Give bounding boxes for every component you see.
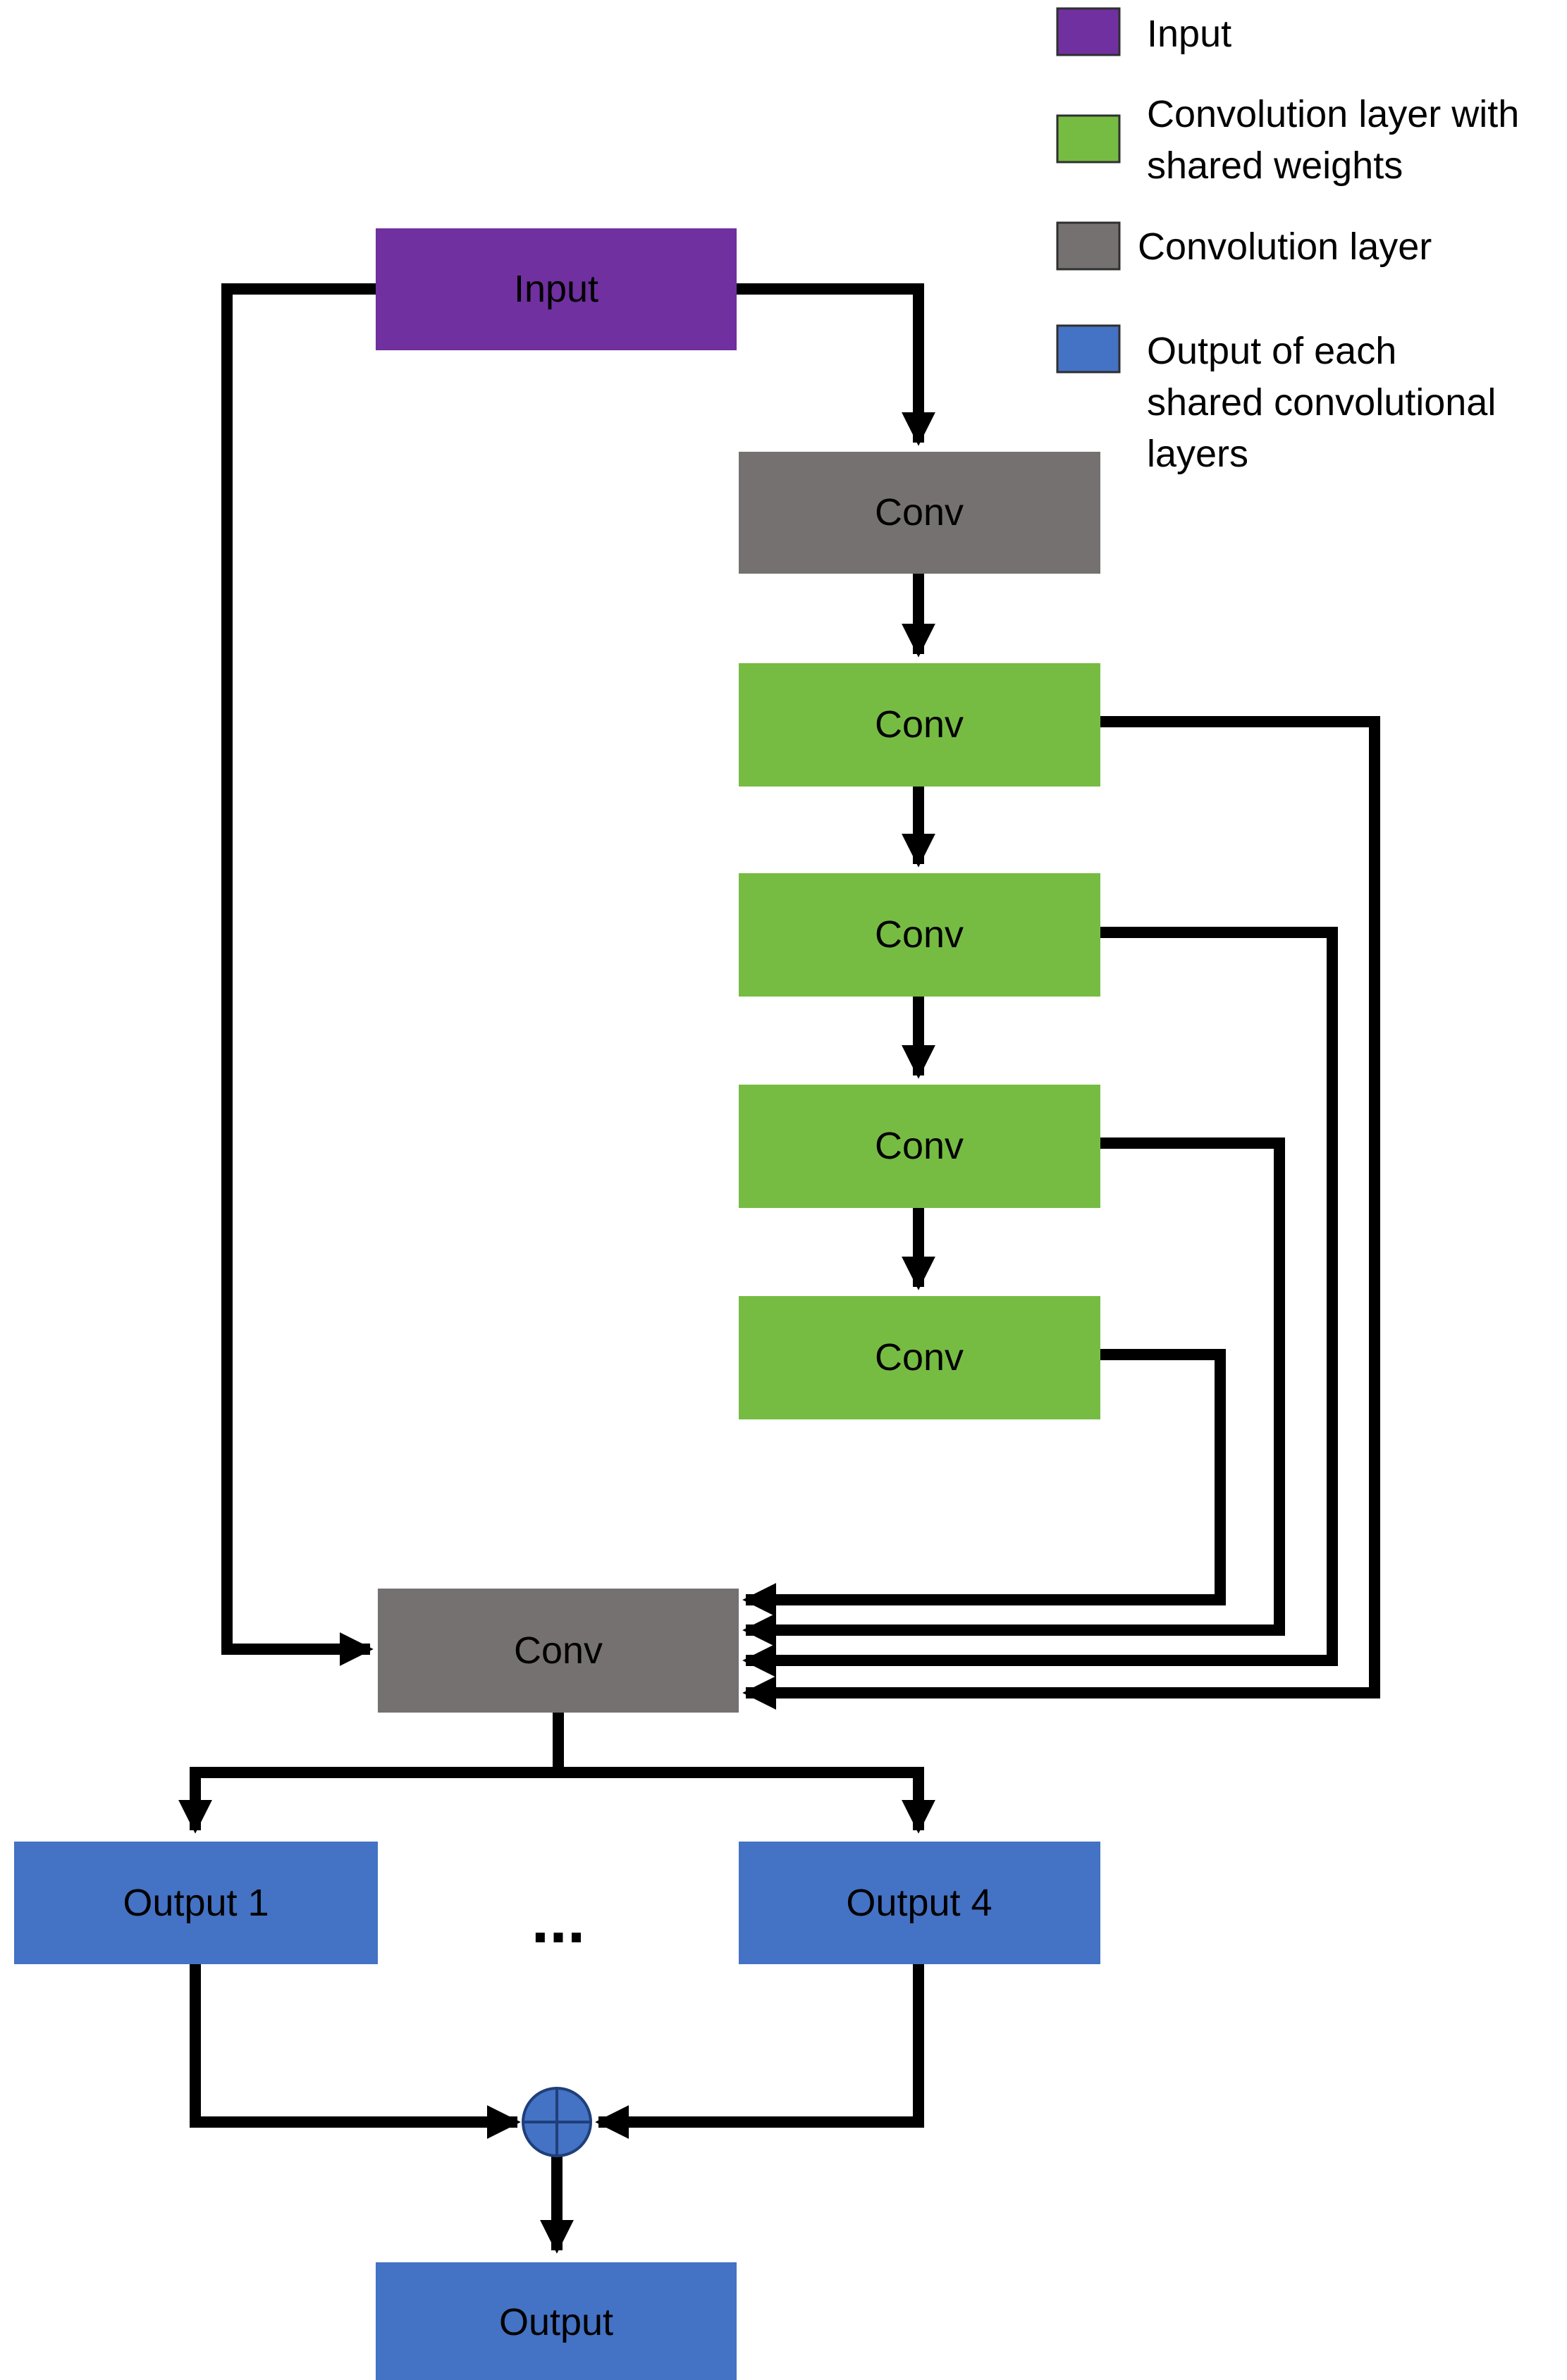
node-shared-conv-4: Conv [739,1296,1100,1419]
node-output-box [376,2262,737,2380]
node-output-4-label: Output 4 [846,1882,992,1924]
sum-node [522,2087,592,2157]
node-input-label: Input [514,268,598,310]
arrow-output-4-to-sum [595,1964,924,2139]
node-shared-conv-1: Conv [739,663,1100,787]
legend-swatch-output [1056,324,1121,374]
legend-label-output-line1: Output of each [1147,330,1396,372]
skip-shared-2-to-conv-merge [742,927,1338,1677]
node-output-1: Output 1 [14,1842,378,1964]
legend-item-input: Input [1056,7,1231,56]
connectors [178,283,1380,2254]
node-conv-merge-label: Conv [514,1629,603,1672]
node-shared-conv-2: Conv [739,873,1100,997]
node-input-box [376,228,737,350]
arrow-input-to-conv-merge [221,283,376,1666]
legend-label-input: Input [1147,13,1231,55]
legend-label-output-line3: layers [1147,433,1248,475]
legend-swatch-shared-conv [1056,114,1121,164]
legend: Input Convolution layer with shared weig… [1056,7,1519,475]
node-output-1-label: Output 1 [123,1882,269,1924]
node-output-4: Output 4 [739,1842,1100,1964]
node-conv-top-box [739,452,1100,574]
legend-label-shared-conv-line1: Convolution layer with [1147,93,1519,135]
node-output-label: Output [499,2301,613,2343]
node-shared-conv-3: Conv [739,1085,1100,1208]
node-shared-conv-2-label: Conv [875,913,964,956]
legend-label-shared-conv-line2: shared weights [1147,144,1403,187]
node-conv-merge-box [378,1589,739,1713]
legend-swatch-input [1056,7,1121,56]
node-shared-conv-1-box [739,663,1100,787]
node-output: Output [376,2262,737,2380]
skip-shared-1-to-conv-merge [742,716,1380,1710]
legend-item-conv: Convolution layer [1056,221,1432,271]
node-output-4-box [739,1842,1100,1964]
arrow-output-1-to-sum [190,1964,521,2139]
ellipsis: ... [531,1885,586,1956]
node-conv-merge: Conv [378,1589,739,1713]
node-shared-conv-4-box [739,1296,1100,1419]
legend-label-output-line2: shared convolutional [1147,381,1496,424]
legend-item-output: Output of each shared convolutional laye… [1056,324,1496,475]
node-input: Input [376,228,737,350]
node-output-1-box [14,1842,378,1964]
node-shared-conv-1-label: Conv [875,703,964,746]
skip-shared-4-to-conv-merge [742,1349,1226,1617]
node-shared-conv-3-box [739,1085,1100,1208]
legend-label-conv: Convolution layer [1138,226,1432,268]
plus-sign [523,2088,591,2156]
node-shared-conv-2-box [739,873,1100,997]
node-conv-top: Conv [739,452,1100,574]
arrow-conv-merge-to-output-1 [178,1767,924,1834]
legend-item-shared-conv: Convolution layer with shared weights [1056,93,1519,187]
legend-swatch-conv [1056,221,1121,271]
node-shared-conv-4-label: Conv [875,1336,964,1379]
node-shared-conv-3-label: Conv [875,1125,964,1167]
skip-shared-3-to-conv-merge [742,1137,1285,1647]
node-conv-top-label: Conv [875,491,964,534]
arrow-input-to-conv-top [737,283,935,446]
